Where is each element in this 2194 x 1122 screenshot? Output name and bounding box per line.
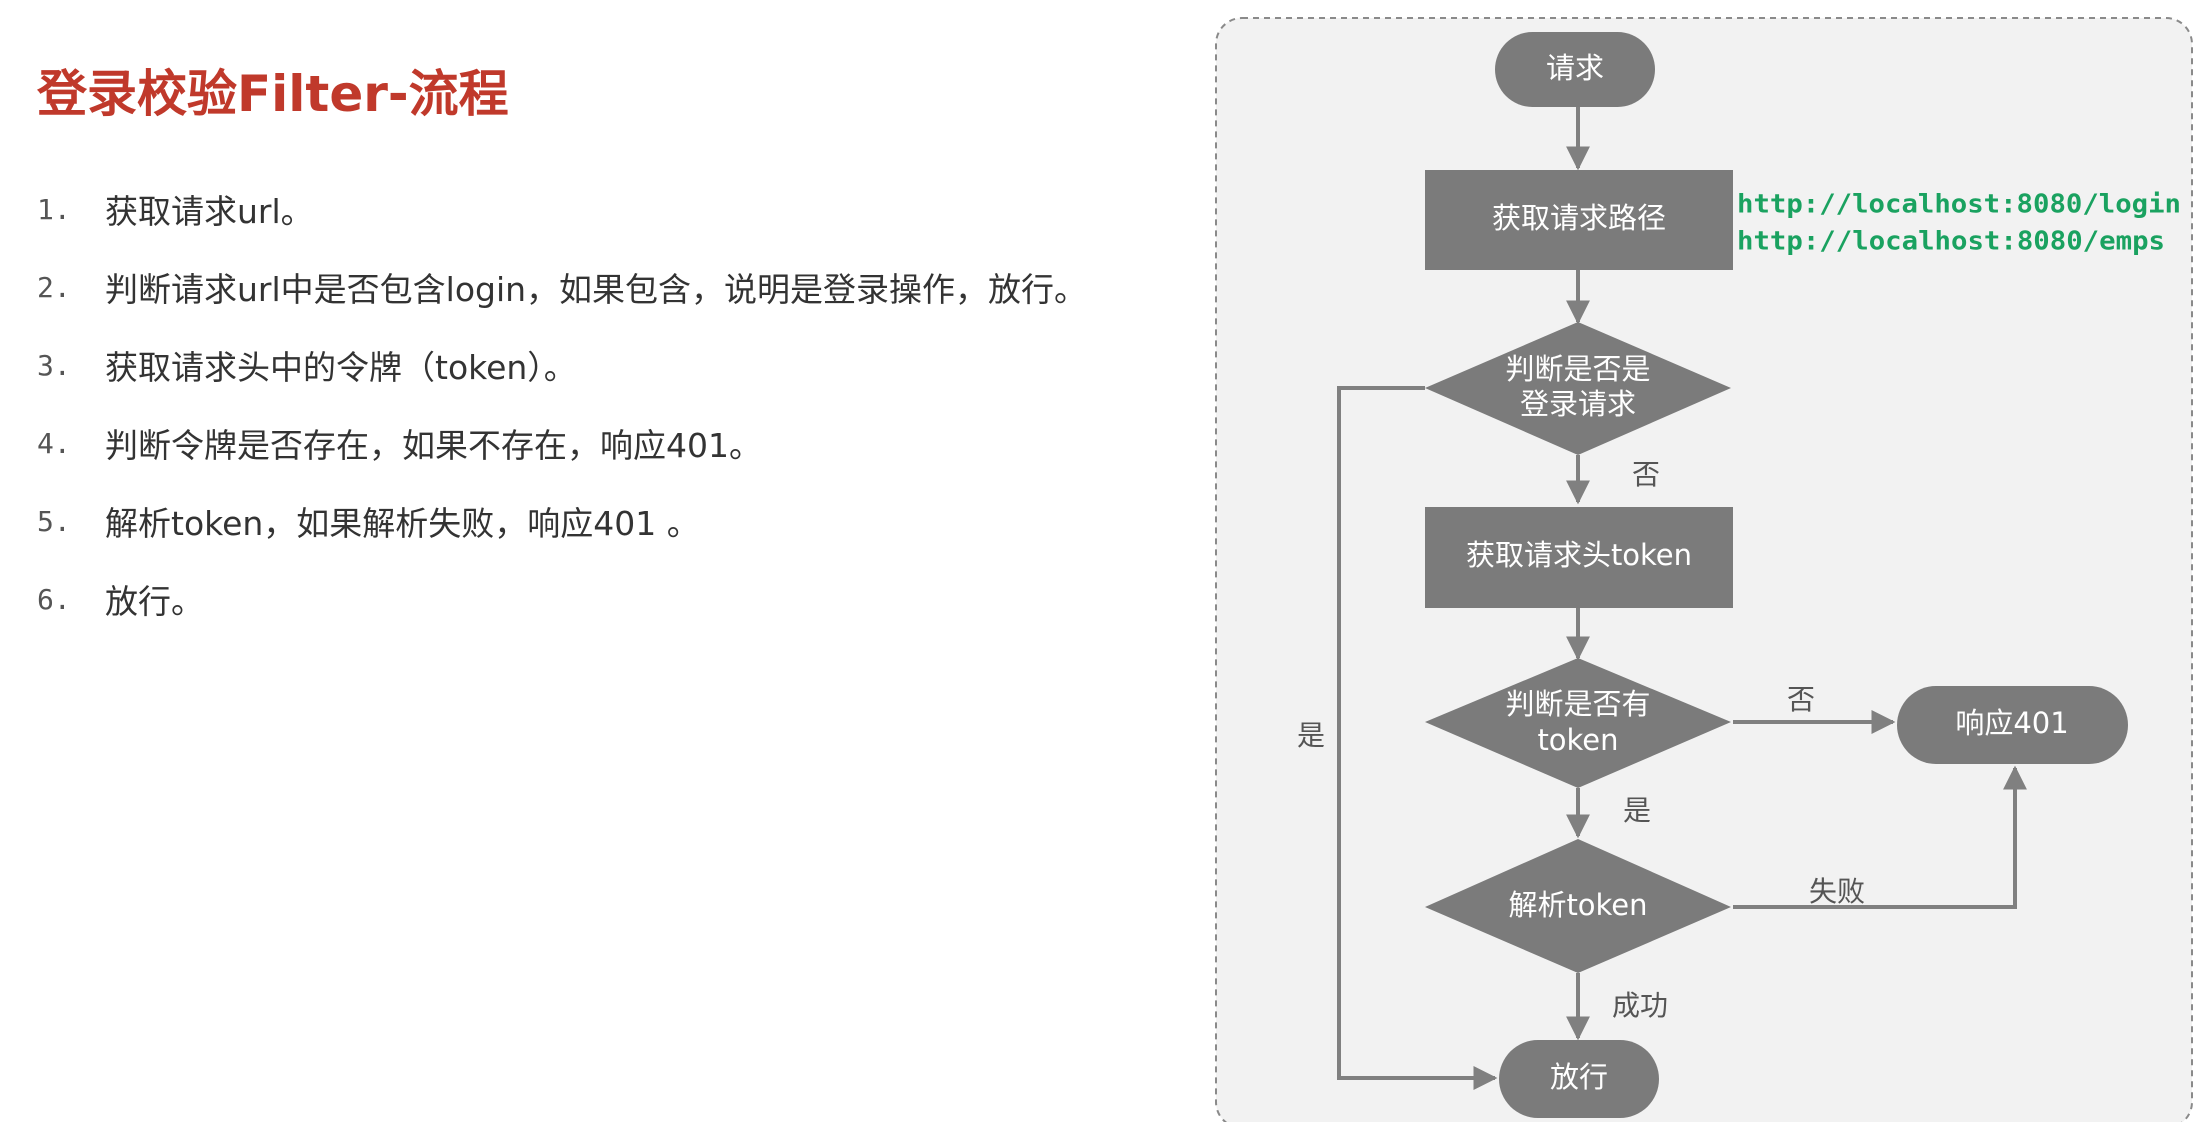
node-get-path: 获取请求路径 bbox=[1425, 170, 1733, 270]
step-text: 获取请求头中的令牌（token）。 bbox=[105, 348, 577, 387]
node-has-token-decision: 判断是否有 token bbox=[1425, 658, 1731, 788]
node-get-path-label: 获取请求路径 bbox=[1492, 201, 1666, 235]
step-text: 判断请求url中是否包含login，如果包含，说明是登录操作，放行。 bbox=[105, 270, 1088, 309]
node-get-token-label: 获取请求头token bbox=[1466, 538, 1692, 572]
step-number: 5. bbox=[37, 504, 71, 538]
node-get-token: 获取请求头token bbox=[1425, 507, 1733, 608]
node-allow-label: 放行 bbox=[1550, 1060, 1608, 1094]
node-request: 请求 bbox=[1495, 32, 1655, 107]
edge-label-parse-fail: 失败 bbox=[1809, 875, 1865, 908]
url-annotation: http://localhost:8080/emps bbox=[1737, 227, 2165, 257]
list-item: 2. 判断请求url中是否包含login，如果包含，说明是登录操作，放行。 bbox=[37, 248, 1087, 326]
node-is-login-label-line1: 判断是否是 bbox=[1505, 352, 1650, 386]
list-item: 6. 放行。 bbox=[37, 560, 1087, 638]
node-respond-401-label: 响应401 bbox=[1955, 706, 2068, 740]
edge-label-login-no: 否 bbox=[1632, 458, 1660, 491]
node-request-label: 请求 bbox=[1546, 51, 1604, 85]
url-annotation: http://localhost:8080/login bbox=[1737, 190, 2181, 220]
step-number: 4. bbox=[37, 426, 71, 460]
step-text: 解析token，如果解析失败，响应401 。 bbox=[105, 504, 700, 543]
step-number: 2. bbox=[37, 270, 71, 304]
node-has-token-label-line2: token bbox=[1537, 723, 1618, 757]
node-parse-token-decision: 解析token bbox=[1425, 839, 1731, 973]
step-text: 获取请求url。 bbox=[105, 192, 314, 231]
flowchart-edges bbox=[1337, 107, 2027, 1090]
node-parse-token-label: 解析token bbox=[1508, 888, 1647, 922]
list-item: 4. 判断令牌是否存在，如果不存在，响应401。 bbox=[37, 404, 1087, 482]
step-text: 放行。 bbox=[105, 582, 204, 621]
list-item: 3. 获取请求头中的令牌（token）。 bbox=[37, 326, 1087, 404]
node-allow: 放行 bbox=[1499, 1040, 1659, 1118]
edge-label-token-no: 否 bbox=[1787, 683, 1815, 716]
node-respond-401: 响应401 bbox=[1897, 686, 2128, 764]
list-item: 5. 解析token，如果解析失败，响应401 。 bbox=[37, 482, 1087, 560]
node-is-login-label-line2: 登录请求 bbox=[1520, 387, 1636, 421]
node-has-token-label-line1: 判断是否有 bbox=[1505, 687, 1650, 721]
page-title: 登录校验Filter-流程 bbox=[37, 65, 509, 123]
list-item: 1. 获取请求url。 bbox=[37, 170, 1087, 248]
edge-label-token-yes: 是 bbox=[1623, 794, 1651, 827]
edge-parse-fail bbox=[1733, 765, 2027, 909]
steps-list: 1. 获取请求url。 2. 判断请求url中是否包含login，如果包含，说明… bbox=[37, 170, 1087, 638]
step-text: 判断令牌是否存在，如果不存在，响应401。 bbox=[105, 426, 762, 465]
node-is-login-decision: 判断是否是 登录请求 bbox=[1425, 322, 1731, 455]
step-number: 3. bbox=[37, 348, 71, 382]
edge-login-yes bbox=[1337, 386, 1498, 1090]
edge-label-parse-success: 成功 bbox=[1612, 989, 1668, 1022]
edge-label-login-yes: 是 bbox=[1297, 719, 1325, 752]
step-number: 6. bbox=[37, 582, 71, 616]
step-number: 1. bbox=[37, 192, 71, 226]
